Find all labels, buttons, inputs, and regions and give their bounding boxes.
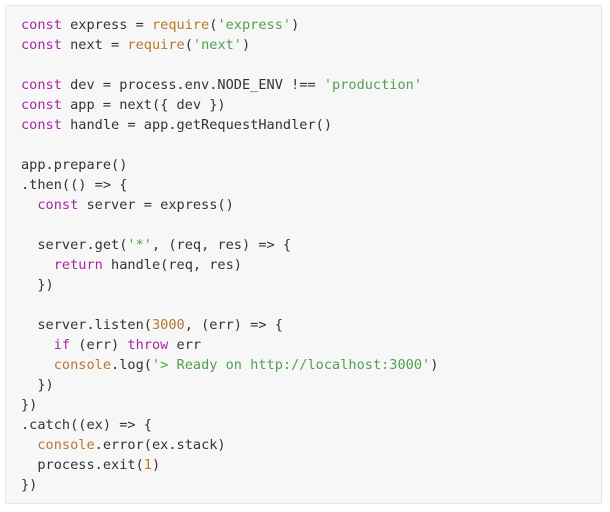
code-token: app = next({ dev }) [61, 97, 226, 113]
code-line [21, 55, 601, 75]
code-token: .error(ex.stack) [94, 437, 226, 453]
keyword-token: return [53, 257, 103, 273]
keyword-token: const [37, 197, 79, 213]
code-token: server.get( [21, 237, 128, 253]
string-token: 'next' [192, 37, 242, 53]
code-token: }) [21, 277, 54, 293]
code-line [21, 135, 601, 155]
code-line: console.error(ex.stack) [21, 435, 601, 455]
code-line: }) [21, 375, 601, 395]
code-line: app.prepare() [21, 155, 601, 175]
code-token: ) [151, 457, 161, 473]
code-token: server.listen( [21, 317, 152, 333]
keyword-token: if [53, 337, 71, 353]
code-line: const next = require('next') [21, 35, 601, 55]
code-token: }) [21, 397, 38, 413]
code-token: .catch((ex) => { [21, 417, 152, 433]
keyword-token: const [21, 117, 62, 133]
keyword-token: throw [127, 337, 169, 353]
string-token: '*' [127, 237, 152, 253]
code-token: }) [21, 377, 54, 393]
code-token: .then(() => { [21, 177, 128, 193]
code-line [21, 215, 601, 235]
keyword-token: const [21, 97, 62, 113]
code-line: }) [21, 275, 601, 295]
code-line: process.exit(1) [21, 455, 601, 475]
code-line: console.log('> Ready on http://localhost… [21, 355, 601, 375]
code-token: process.exit( [21, 457, 144, 473]
code-line: server.get('*', (req, res) => { [21, 235, 601, 255]
code-token: ) [291, 17, 300, 33]
code-line: server.listen(3000, (err) => { [21, 315, 601, 335]
keyword-token: const [21, 77, 62, 93]
code-token: err [168, 337, 202, 353]
code-token: server = express() [78, 197, 234, 213]
code-line: .catch((ex) => { [21, 415, 601, 435]
code-line: }) [21, 475, 601, 495]
code-token: express = [61, 17, 152, 33]
code-token: handle = app.getRequestHandler() [61, 117, 332, 133]
number-token: 3000 [151, 317, 185, 333]
code-token: (err) [70, 337, 128, 353]
code-content: const express = require('express')const … [21, 15, 601, 495]
code-line: const app = next({ dev }) [21, 95, 601, 115]
code-line: const server = express() [21, 195, 601, 215]
code-token [21, 197, 37, 213]
builtin-token: console [53, 357, 112, 373]
code-line: return handle(req, res) [21, 255, 601, 275]
code-token: , (err) => { [184, 317, 283, 333]
code-token [21, 437, 37, 453]
code-token [21, 257, 54, 273]
code-line: const handle = app.getRequestHandler() [21, 115, 601, 135]
code-line [21, 295, 601, 315]
keyword-token: const [21, 37, 62, 53]
builtin-token: require [127, 37, 185, 53]
code-token: ( [184, 37, 193, 53]
code-line: const express = require('express') [21, 15, 601, 35]
code-token [21, 337, 54, 353]
string-token: 'production' [323, 77, 423, 93]
string-token: '> Ready on http://localhost:3000' [151, 357, 431, 373]
code-line: const dev = process.env.NODE_ENV !== 'pr… [21, 75, 601, 95]
code-token [21, 357, 54, 373]
code-line: if (err) throw err [21, 335, 601, 355]
code-token: .log( [111, 357, 152, 373]
builtin-token: console [37, 437, 95, 453]
code-token: dev = process.env.NODE_ENV !== [61, 77, 324, 93]
code-token: ) [430, 357, 439, 373]
code-block: const express = require('express')const … [5, 5, 602, 504]
code-token: handle(req, res) [102, 257, 242, 273]
number-token: 1 [143, 457, 152, 473]
code-token: ) [242, 37, 251, 53]
code-token: next = [61, 37, 128, 53]
code-line: .then(() => { [21, 175, 601, 195]
code-line: }) [21, 395, 601, 415]
code-token: ( [209, 17, 218, 33]
string-token: 'express' [217, 17, 292, 33]
keyword-token: const [21, 17, 62, 33]
code-token: }) [21, 477, 38, 493]
builtin-token: require [151, 17, 210, 33]
code-token: app.prepare() [21, 157, 128, 173]
code-token: , (req, res) => { [151, 237, 292, 253]
